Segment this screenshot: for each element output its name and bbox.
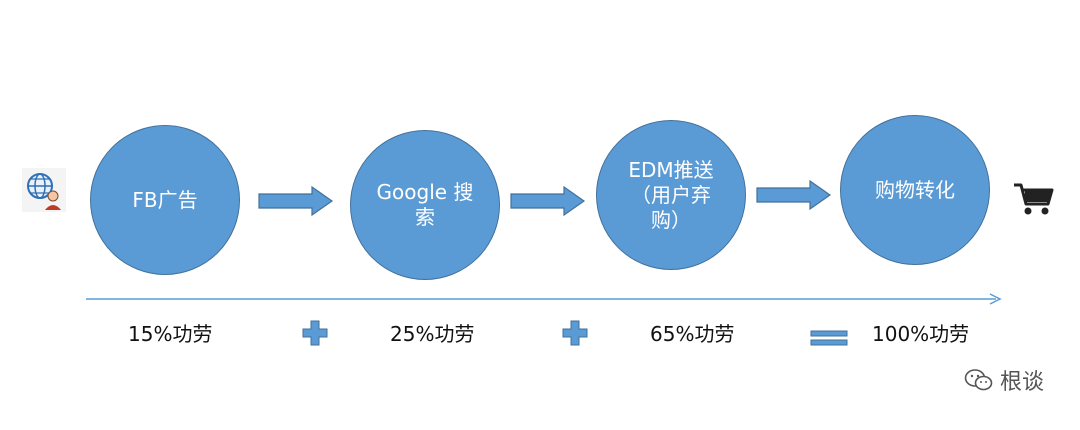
step-fb-ads: FB广告 (90, 125, 240, 275)
plus-icon (302, 320, 328, 346)
timeline-arrow (86, 293, 1002, 305)
credit-fb: 15%功劳 (128, 322, 213, 346)
step-label: Google 搜索 (376, 180, 474, 229)
step-label: EDM推送（用户弃购） (628, 157, 714, 232)
credit-total: 100%功劳 (872, 322, 970, 346)
step-edm: EDM推送（用户弃购） (596, 120, 746, 270)
flow-arrow (258, 186, 334, 216)
credit-google: 25%功劳 (390, 322, 475, 346)
watermark: 根谈 (964, 364, 1044, 396)
flow-arrow (510, 186, 586, 216)
credit-edm: 65%功劳 (650, 322, 735, 346)
wechat-icon (964, 369, 993, 391)
shopping-cart-icon (1014, 183, 1054, 215)
step-google-search: Google 搜索 (350, 130, 500, 280)
watermark-text: 根谈 (999, 370, 1044, 395)
step-label: 购物转化 (875, 177, 955, 202)
step-conversion: 购物转化 (840, 115, 990, 265)
user-globe-icon (22, 168, 66, 212)
step-label: FB广告 (132, 187, 198, 212)
equals-icon (810, 330, 848, 346)
flow-arrow (756, 180, 832, 210)
plus-icon (562, 320, 588, 346)
